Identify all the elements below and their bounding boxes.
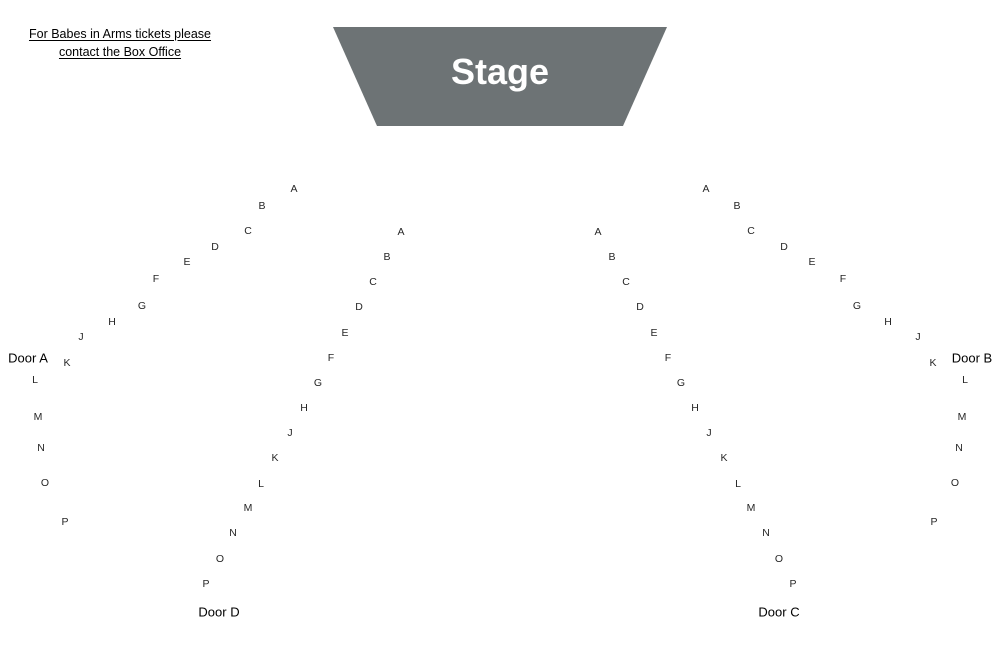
box-office-notice: For Babes in Arms tickets please contact… <box>16 25 224 61</box>
row-letter-right-outer-block-l[interactable]: L <box>962 373 968 386</box>
row-letter-left-outer-block-m[interactable]: M <box>33 410 43 423</box>
row-letter-left-inner-block-n[interactable]: N <box>229 526 237 539</box>
row-letter-right-inner-block-m[interactable]: M <box>746 501 756 514</box>
row-letter-left-inner-block-c[interactable]: C <box>369 275 377 288</box>
row-letter-right-inner-block-o[interactable]: O <box>774 552 784 565</box>
row-letter-left-inner-block-o[interactable]: O <box>215 552 225 565</box>
row-letter-left-outer-block-p[interactable]: P <box>61 515 69 528</box>
row-letter-right-inner-block-j[interactable]: J <box>706 426 712 439</box>
row-letter-left-outer-block-h[interactable]: H <box>108 315 116 328</box>
row-letter-left-outer-block-k[interactable]: K <box>63 356 71 369</box>
row-letter-left-outer-block-b[interactable]: B <box>258 199 266 212</box>
row-letter-left-inner-block-a[interactable]: A <box>397 225 405 238</box>
row-letter-right-outer-block-b[interactable]: B <box>733 199 741 212</box>
row-letter-left-inner-block-g[interactable]: G <box>313 376 323 389</box>
row-letter-left-inner-block-k[interactable]: K <box>271 451 279 464</box>
row-letter-right-inner-block-p[interactable]: P <box>789 577 797 590</box>
row-letter-right-outer-block-e[interactable]: E <box>808 255 816 268</box>
row-letter-right-outer-block-j[interactable]: J <box>915 330 921 343</box>
row-letter-left-inner-block-p[interactable]: P <box>202 577 210 590</box>
row-letter-left-outer-block-d[interactable]: D <box>211 240 219 253</box>
row-letter-left-inner-block-l[interactable]: L <box>258 477 264 490</box>
row-letter-right-outer-block-f[interactable]: F <box>839 272 847 285</box>
row-letter-left-outer-block-l[interactable]: L <box>32 373 38 386</box>
row-letter-left-outer-block-c[interactable]: C <box>244 224 252 237</box>
row-letter-right-outer-block-k[interactable]: K <box>929 356 937 369</box>
row-letter-left-outer-block-j[interactable]: J <box>78 330 84 343</box>
row-letter-left-inner-block-f[interactable]: F <box>327 351 335 364</box>
row-letter-right-inner-block-n[interactable]: N <box>762 526 770 539</box>
row-letter-left-outer-block-a[interactable]: A <box>290 182 298 195</box>
row-letter-right-outer-block-o[interactable]: O <box>950 476 960 489</box>
row-letter-left-outer-block-g[interactable]: G <box>137 299 147 312</box>
row-letter-right-inner-block-k[interactable]: K <box>720 451 728 464</box>
row-letter-right-outer-block-g[interactable]: G <box>852 299 862 312</box>
row-letter-left-outer-block-e[interactable]: E <box>183 255 191 268</box>
door-a-label: Door A <box>8 350 48 366</box>
door-c-label: Door C <box>758 604 800 620</box>
row-letter-left-inner-block-m[interactable]: M <box>243 501 253 514</box>
door-b-label: Door B <box>951 350 993 366</box>
row-letter-right-outer-block-c[interactable]: C <box>747 224 755 237</box>
row-letter-left-outer-block-o[interactable]: O <box>40 476 50 489</box>
row-letter-left-outer-block-n[interactable]: N <box>37 441 45 454</box>
row-letter-right-outer-block-p[interactable]: P <box>930 515 938 528</box>
row-letter-right-inner-block-d[interactable]: D <box>636 300 644 313</box>
row-letter-right-inner-block-f[interactable]: F <box>664 351 672 364</box>
box-office-notice-line-1: For Babes in Arms tickets please <box>28 27 212 41</box>
row-letter-right-outer-block-d[interactable]: D <box>780 240 788 253</box>
row-letter-left-inner-block-d[interactable]: D <box>355 300 363 313</box>
row-letter-right-outer-block-n[interactable]: N <box>955 441 963 454</box>
row-letter-right-inner-block-h[interactable]: H <box>691 401 699 414</box>
row-letter-right-inner-block-a[interactable]: A <box>594 225 602 238</box>
row-letter-right-outer-block-m[interactable]: M <box>957 410 967 423</box>
row-letter-right-inner-block-e[interactable]: E <box>650 326 658 339</box>
row-letter-right-outer-block-h[interactable]: H <box>884 315 892 328</box>
row-letter-right-inner-block-l[interactable]: L <box>735 477 741 490</box>
stage-shape <box>330 25 670 130</box>
door-d-label: Door D <box>198 604 240 620</box>
row-letter-left-outer-block-f[interactable]: F <box>152 272 160 285</box>
row-letter-left-inner-block-j[interactable]: J <box>287 426 293 439</box>
row-letter-right-outer-block-a[interactable]: A <box>702 182 710 195</box>
row-letter-left-inner-block-b[interactable]: B <box>383 250 391 263</box>
row-letter-left-inner-block-h[interactable]: H <box>300 401 308 414</box>
row-letter-left-inner-block-e[interactable]: E <box>341 326 349 339</box>
box-office-notice-line-2: contact the Box Office <box>58 45 182 59</box>
row-letter-right-inner-block-g[interactable]: G <box>676 376 686 389</box>
row-letter-right-inner-block-c[interactable]: C <box>622 275 630 288</box>
row-letter-right-inner-block-b[interactable]: B <box>608 250 616 263</box>
